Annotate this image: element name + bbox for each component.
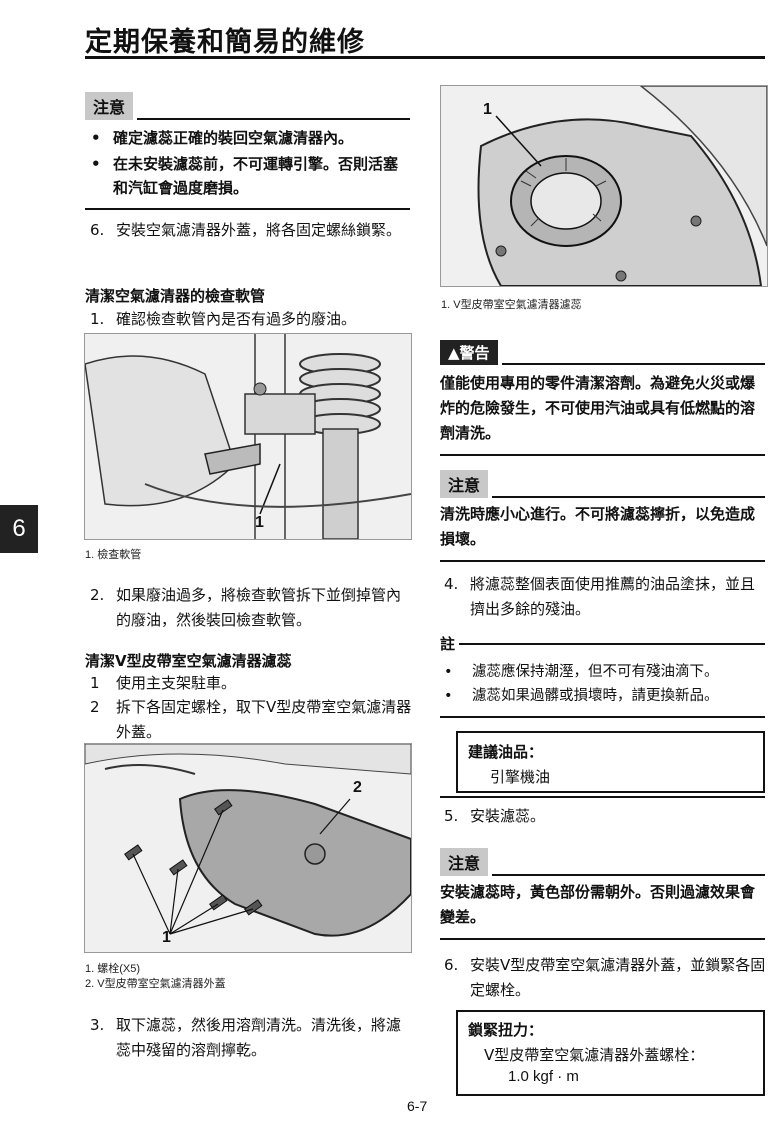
caution-block-3: 注意 安裝濾蕊時，黃色部份需朝外。否則過濾效果會變差。 xyxy=(440,848,765,940)
warning-header-rule xyxy=(501,363,765,365)
vbelt-cover-photo: 1 2 xyxy=(84,743,412,953)
hose-step-1: 1.確認檢查軟管內是否有過多的廢油。 xyxy=(90,310,357,328)
section-hose-title: 清潔空氣濾清器的檢查軟管 xyxy=(85,287,266,305)
caution-block-1: 注意 •確定濾蕊正確的裝回空氣濾清器內。 •在未安裝濾蕊前，不可運轉引擎。否則活… xyxy=(85,92,410,210)
note-label: 註 xyxy=(440,635,456,653)
caution-header-rule xyxy=(492,874,765,876)
note-block: 註 •濾蕊應保持潮溼，但不可有殘油滴下。 •濾蕊如果過髒或損壞時，請更換新品。 xyxy=(440,633,765,718)
title-rule xyxy=(85,56,765,59)
vbelt-step-3: 3.取下濾蕊，然後用溶劑清洗。清洗後，將濾蕊中殘留的溶劑擰乾。 xyxy=(90,1016,402,1059)
caution-bottom-rule xyxy=(440,938,765,940)
note-bottom-rule xyxy=(440,716,765,718)
section-vbelt-title: 清潔V型皮帶室空氣濾清器濾蕊 xyxy=(85,652,292,670)
step-4-oil-filter: 4.將濾蕊整個表面使用推薦的油品塗抹，並且擠出多餘的殘油。 xyxy=(444,575,756,618)
figure-callout-cover: 2 xyxy=(353,779,362,796)
caution-label: 注意 xyxy=(440,470,489,498)
hose-step-2: 2.如果廢油過多，將檢查軟管拆下並倒掉管內的廢油，然後裝回檢查軟管。 xyxy=(90,586,402,629)
filter-element-photo: 1 xyxy=(440,85,768,287)
torque-box-item: V型皮帶室空氣濾清器外蓋螺栓： xyxy=(484,1046,705,1064)
hose-photo: 1 xyxy=(84,333,412,540)
note-header-rule xyxy=(459,642,765,645)
warning-block: ▲警告 僅能使用專用的零件清潔溶劑。為避免火災或爆炸的危險發生，不可使用汽油或具… xyxy=(440,340,765,456)
filter-caption: 1. V型皮帶室空氣濾清器濾蕊 xyxy=(441,299,582,311)
vbelt-cover-illustration xyxy=(85,744,411,952)
caution-bottom-rule xyxy=(85,208,410,210)
note-bullet: •濾蕊應保持潮溼，但不可有殘油滴下。 xyxy=(444,664,719,680)
hose-caption: 1. 檢查軟管 xyxy=(85,549,142,561)
hose-illustration xyxy=(85,334,411,539)
figure-callout-bolts: 1 xyxy=(162,929,171,946)
warning-label: ▲警告 xyxy=(440,340,498,365)
filter-element-illustration xyxy=(441,86,767,286)
step-6-install-vbelt-cover: 6.安裝V型皮帶室空氣濾清器外蓋，並鎖緊各固定螺栓。 xyxy=(444,956,766,999)
caution-label: 注意 xyxy=(85,92,134,120)
step-6-install-cover: 6.安裝空氣濾清器外蓋，將各固定螺絲鎖緊。 xyxy=(90,221,402,239)
vbelt-caption-2: 2. V型皮帶室空氣濾清器外蓋 xyxy=(85,978,226,990)
caution-label: 注意 xyxy=(440,848,489,876)
caution-bottom-rule xyxy=(440,560,765,562)
caution-block-2: 注意 清洗時應小心進行。不可將濾蕊擰折，以免造成損壞。 xyxy=(440,470,765,562)
step-5-install-filter: 5.安裝濾蕊。 xyxy=(444,807,546,825)
oil-box-value: 引擎機油 xyxy=(490,768,551,786)
caution-bullet: •確定濾蕊正確的裝回空氣濾清器內。 xyxy=(91,129,354,147)
caution-header-rule xyxy=(492,496,765,498)
torque-box: 鎖緊扭力： V型皮帶室空氣濾清器外蓋螺栓： 1.0 kgf · m xyxy=(456,1010,765,1096)
caution-text: 清洗時應小心進行。不可將濾蕊擰折，以免造成損壞。 xyxy=(440,505,756,548)
page-number: 6-7 xyxy=(407,1098,428,1114)
torque-box-heading: 鎖緊扭力： xyxy=(468,1021,544,1039)
page-title: 定期保養和簡易的維修 xyxy=(85,27,365,58)
warning-bottom-rule xyxy=(440,454,765,456)
figure-callout-filter: 1 xyxy=(483,101,492,118)
caution-header-rule xyxy=(137,118,410,120)
vbelt-caption-1: 1. 螺栓(X5) xyxy=(85,963,141,975)
recommended-oil-box: 建議油品： 引擎機油 xyxy=(456,731,765,793)
note-bullet: •濾蕊如果過髒或損壞時，請更換新品。 xyxy=(444,688,719,704)
chapter-tab: 6 xyxy=(0,505,38,553)
torque-box-value: 1.0 kgf · m xyxy=(508,1068,579,1085)
warning-text: 僅能使用專用的零件清潔溶劑。為避免火災或爆炸的危險發生，不可使用汽油或具有低燃點… xyxy=(440,374,756,442)
oil-box-heading: 建議油品： xyxy=(468,743,544,761)
figure-callout-1: 1 xyxy=(255,514,264,531)
oil-box-rule xyxy=(440,796,765,798)
caution-bullet: •在未安裝濾蕊前，不可運轉引擎。否則活塞和汽缸會過度磨損。 xyxy=(91,155,399,197)
caution-text: 安裝濾蕊時，黃色部份需朝外。否則過濾效果會變差。 xyxy=(440,883,756,926)
